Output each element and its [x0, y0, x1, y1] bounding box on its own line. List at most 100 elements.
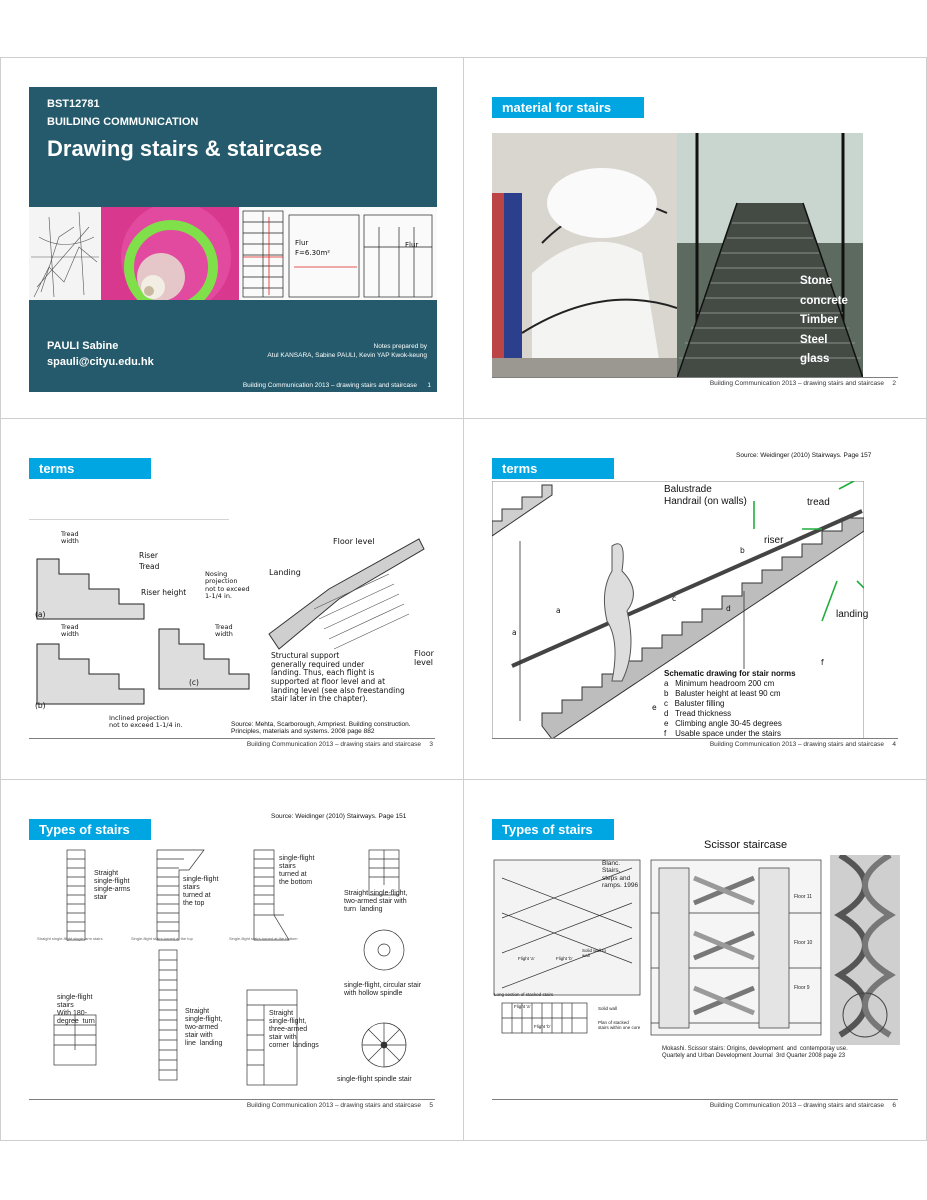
label-a: (a) — [35, 610, 46, 619]
author-email[interactable]: spauli@cityu.edu.hk — [47, 356, 154, 368]
slide-1: BST12781 BUILDING COMMUNICATION Drawing … — [0, 57, 464, 419]
floor-label: Floor 10 — [794, 940, 813, 946]
caption: Single-flight stairs turned at the botto… — [229, 936, 298, 941]
slide1-footer: Building Communication 2013 – drawing st… — [29, 380, 437, 392]
label-floor-level: Floor level — [333, 537, 375, 546]
plan-caption: Plan of stacked stairs within one core — [598, 1020, 641, 1031]
type-label: Straight single-flight, two-armed stair … — [185, 1008, 223, 1048]
slide-4: Source: Weidinger (2010) Stairways. Page… — [463, 418, 927, 780]
footer-text: Building Communication 2013 – drawing st… — [709, 741, 884, 748]
title-banner — [29, 87, 437, 207]
floor-label: Floor 11 — [794, 894, 812, 900]
sketch-image — [29, 207, 101, 300]
type-label: Straight single-flight single-arms stair — [94, 870, 131, 902]
norms-title: Schematic drawing for stair norms — [664, 669, 796, 678]
slide-footer: Building Communication 2013 – drawing st… — [29, 1099, 435, 1109]
label-tread-width-b: Tread width — [61, 623, 79, 639]
slide-tag: Types of stairs — [29, 819, 151, 840]
notes-line2: Atul KANSARA, Sabine PAULI, Kevin YAP Kw… — [267, 352, 427, 359]
type-label: single-flight stairs turned at the top — [183, 876, 219, 908]
source-citation: Source: Weidinger (2010) Stairways. Page… — [271, 813, 407, 820]
stair-plan-drawing: Flur F=6.30m² Flur — [239, 207, 437, 300]
label-tread-width-c: Tread width — [215, 623, 233, 639]
page-number: 3 — [429, 741, 433, 748]
source-citation: Source: Weidinger (2010) Stairways. Page… — [736, 452, 872, 459]
norm-item: b Baluster height at least 90 cm — [664, 689, 781, 698]
norm-item: e Climbing angle 30-45 degrees — [664, 719, 782, 728]
caption: Straight single-flight single-arm stairs — [37, 936, 103, 941]
material-item: glass — [800, 353, 830, 365]
label-floor-level-bottom: Floor level — [414, 649, 434, 668]
slide-3: terms Tread width Riser Tread Riser heig… — [0, 418, 464, 780]
section-caption: Long section of stacked stairs — [494, 992, 554, 997]
label-inclined: Inclined projection not to exceed 1-1/4 … — [109, 714, 183, 730]
materials-list: Stone concrete Timber Steel glass — [800, 272, 848, 370]
page-number: 1 — [427, 382, 431, 389]
label-tread: Tread — [139, 562, 160, 571]
slide-footer: Building Communication 2013 – drawing st… — [492, 377, 898, 387]
label-structural: Structural support generally required un… — [271, 651, 405, 704]
label-tread: tread — [807, 497, 830, 508]
slide-heading: Scissor staircase — [704, 839, 788, 851]
stair-terms-diagram — [29, 519, 425, 705]
dim-letter: b — [740, 546, 745, 555]
slide-6: Types of stairs Scissor staircase Blanc.… — [463, 779, 927, 1141]
footer-text: Building Communication 2013 – drawing st… — [709, 380, 884, 387]
type-label: single-flight stairs With 180- degree tu… — [57, 994, 95, 1026]
material-item: Timber — [800, 314, 839, 326]
spiral-scissor-photo — [830, 855, 900, 1045]
norm-item: a Minimum headroom 200 cm — [664, 679, 775, 688]
label-landing: Landing — [269, 568, 301, 577]
footer-text: Building Communication 2013 – drawing st… — [709, 1102, 884, 1109]
label-riser-height: Riser height — [141, 588, 187, 597]
material-item: concrete — [800, 294, 848, 307]
scissor-axonometric — [650, 859, 822, 1036]
label-landing: landing — [836, 609, 869, 620]
flight-label: Flight 'a' — [514, 1004, 531, 1009]
slide-footer: Building Communication 2013 – drawing st… — [29, 738, 435, 748]
author-name: PAULI Sabine — [47, 340, 119, 352]
course-name: BUILDING COMMUNICATION — [47, 116, 199, 128]
slide-tag: terms — [29, 458, 151, 479]
slide-5: Source: Weidinger (2010) Stairways. Page… — [0, 779, 464, 1141]
label-c: (c) — [189, 678, 199, 687]
norm-item: f Usable space under the stairs — [664, 729, 781, 738]
svg-text:Flur: Flur — [405, 241, 418, 249]
svg-text:Flur: Flur — [295, 239, 308, 247]
notes-line1: Notes prepared by — [373, 343, 427, 350]
footer-text: Building Communication 2013 – drawing st… — [246, 1102, 421, 1109]
stair-types-drawings — [53, 849, 407, 1086]
source-citation: Mokashi. Scissor stairs: Origins, develo… — [662, 1046, 848, 1059]
page-number: 5 — [429, 1102, 433, 1109]
slide-title: Drawing stairs & staircase — [47, 136, 323, 161]
scissor-section-drawing — [493, 859, 641, 1034]
label-riser: Riser — [139, 551, 158, 560]
flight-label: Flight 'a' — [518, 956, 535, 961]
solid-wall-label-2: Solid wall — [598, 1006, 618, 1011]
type-label: Straight single-flight, three-armed stai… — [269, 1010, 319, 1050]
label-b: (b) — [35, 701, 46, 710]
type-label: single-flight, circular stair with hollo… — [344, 982, 422, 998]
slide-2: material for stairs Stone concrete Timb — [463, 57, 927, 419]
steel-stair-photo — [677, 133, 863, 378]
norms-box: Schematic drawing for stair norms a Mini… — [664, 669, 814, 739]
footer-text: Building Communication 2013 – drawing st… — [242, 382, 417, 389]
spiral-stair-photo — [492, 133, 677, 378]
page-number: 6 — [892, 1102, 896, 1109]
slide-tag: material for stairs — [492, 97, 644, 118]
type-label: single-flight spindle stair — [337, 1076, 412, 1083]
blanc-citation: Blanc. Stairs, steps and ramps. 1996 — [602, 860, 639, 890]
type-label: Straight single-flight, two-armed stair … — [344, 890, 408, 914]
course-code: BST12781 — [47, 98, 100, 110]
label-tread-width: Tread width — [61, 530, 79, 546]
solid-wall-label: Solid wall to wall — [582, 948, 607, 959]
spiral-stair-photo — [101, 207, 239, 300]
material-item: Steel — [800, 333, 828, 346]
label-balustrade: Balustrade Handrail (on walls) — [664, 484, 747, 507]
source-citation: Source: Mehta, Scarborough, Armpriest. B… — [231, 721, 411, 735]
slide-footer: Building Communication 2013 – drawing st… — [492, 738, 898, 748]
author-block — [29, 300, 437, 392]
material-item: Stone — [800, 275, 832, 287]
label-nosing: Nosing projection not to exceed 1-1/4 in… — [205, 570, 250, 601]
flight-label: Flight 'b' — [534, 1024, 551, 1029]
